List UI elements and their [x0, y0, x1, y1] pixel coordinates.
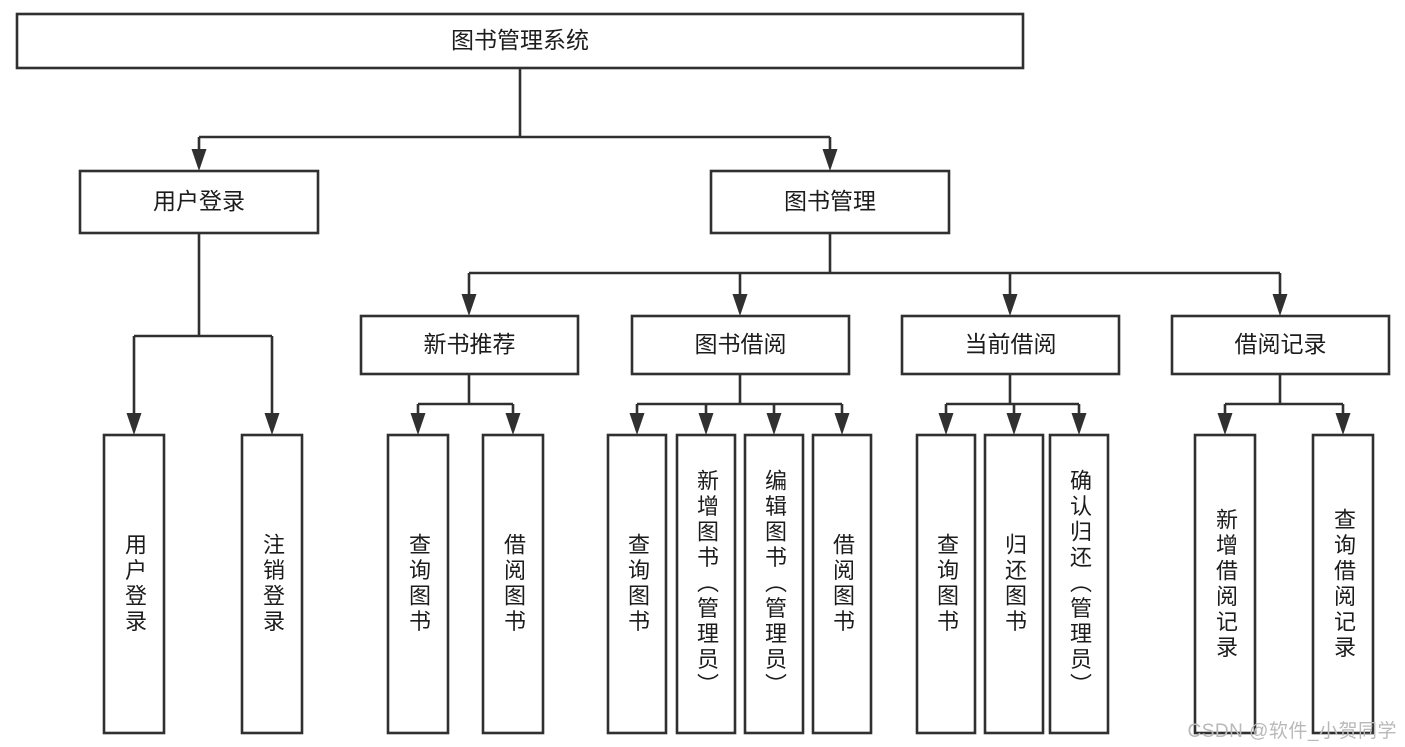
- node-box-leaf-add-borrow-record[interactable]: [1193, 433, 1257, 735]
- node-box-leaf-query-book-recommend[interactable]: [386, 433, 450, 735]
- node-box-leaf-query-book-current[interactable]: [915, 433, 977, 735]
- arrow-head-icon: [1335, 413, 1351, 435]
- node-box-leaf-logout[interactable]: [240, 433, 304, 735]
- node-box-book-management[interactable]: [709, 169, 951, 235]
- arrow-head-icon: [938, 413, 954, 435]
- connector-user-login-to-leaves: [126, 233, 280, 435]
- arrow-head-icon: [698, 413, 714, 435]
- node-label-book-management: 图书管理: [784, 188, 876, 214]
- arrow-head-icon: [191, 149, 207, 171]
- connectors-layer: [126, 68, 1351, 435]
- node-box-leaf-query-borrow-record[interactable]: [1311, 433, 1375, 735]
- arrow-head-icon: [732, 294, 748, 316]
- node-box-new-book-recommend[interactable]: [359, 314, 580, 376]
- node-box-leaf-confirm-return-admin[interactable]: [1048, 433, 1110, 735]
- node-label-current-borrow: 当前借阅: [965, 331, 1057, 357]
- node-box-borrow-record[interactable]: [1170, 314, 1391, 376]
- node-label-root: 图书管理系统: [451, 27, 589, 53]
- arrow-head-icon: [410, 413, 426, 435]
- arrow-head-icon: [1002, 294, 1018, 316]
- connector-root-to-level1: [191, 68, 838, 171]
- node-box-leaf-user-login[interactable]: [102, 433, 166, 735]
- node-label-borrow-record: 借阅记录: [1235, 331, 1327, 357]
- node-box-leaf-add-book-admin[interactable]: [675, 433, 737, 735]
- connector-new-book-recommend-to-leaves: [410, 374, 521, 435]
- connector-book-borrow-to-leaves: [629, 374, 850, 435]
- node-box-current-borrow[interactable]: [900, 314, 1121, 376]
- arrow-head-icon: [629, 413, 645, 435]
- node-box-leaf-query-book-borrow[interactable]: [606, 433, 668, 735]
- arrow-head-icon: [834, 413, 850, 435]
- node-box-leaf-return-book[interactable]: [983, 433, 1045, 735]
- arrow-head-icon: [264, 413, 280, 435]
- arrow-head-icon: [505, 413, 521, 435]
- node-box-leaf-edit-book-admin[interactable]: [743, 433, 805, 735]
- node-box-root[interactable]: [15, 12, 1025, 70]
- node-box-leaf-borrow-book[interactable]: [811, 433, 873, 735]
- arrow-head-icon: [461, 294, 477, 316]
- arrow-head-icon: [1071, 413, 1087, 435]
- node-label-new-book-recommend: 新书推荐: [424, 331, 516, 357]
- connector-current-borrow-to-leaves: [938, 374, 1087, 435]
- arrow-head-icon: [1272, 294, 1288, 316]
- node-label-user-login: 用户登录: [153, 188, 245, 214]
- node-box-leaf-borrow-book-recommend[interactable]: [481, 433, 545, 735]
- arrow-head-icon: [1217, 413, 1233, 435]
- node-box-user-login[interactable]: [78, 169, 320, 235]
- connector-book-management-to-level2: [461, 233, 1288, 316]
- node-boxes-layer: [15, 12, 1391, 735]
- arrow-head-icon: [822, 149, 838, 171]
- node-box-book-borrow[interactable]: [630, 314, 851, 376]
- connector-borrow-record-to-leaves: [1217, 374, 1351, 435]
- node-label-book-borrow: 图书借阅: [695, 331, 787, 357]
- arrow-head-icon: [1006, 413, 1022, 435]
- arrow-head-icon: [126, 413, 142, 435]
- arrow-head-icon: [766, 413, 782, 435]
- watermark-text: CSDN @软件_小贺同学: [1187, 721, 1397, 742]
